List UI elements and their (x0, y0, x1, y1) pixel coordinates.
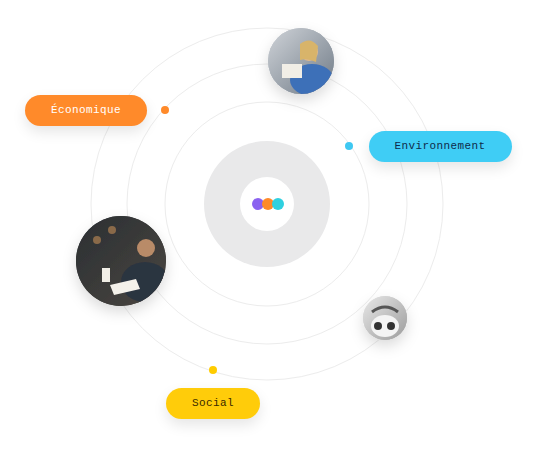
pill-label: Social (192, 397, 234, 409)
photo-circle (363, 296, 407, 340)
pill-label: Environnement (394, 140, 485, 152)
orbit-dot (345, 142, 353, 150)
photo-circle (76, 216, 169, 306)
photo-circle (268, 28, 334, 96)
orbit-dot (209, 366, 217, 374)
label-pill: Environnement (369, 131, 512, 162)
label-pill: Économique (25, 95, 147, 126)
logo-dot (272, 198, 284, 210)
orbit-ring (91, 28, 443, 380)
pill-label: Économique (51, 104, 121, 116)
orbit-ring (165, 102, 369, 306)
orbit-dot (161, 106, 169, 114)
orbit-ring (127, 64, 407, 344)
center-disk (204, 141, 330, 267)
label-pill: Social (166, 388, 260, 419)
center-hole (240, 177, 294, 231)
